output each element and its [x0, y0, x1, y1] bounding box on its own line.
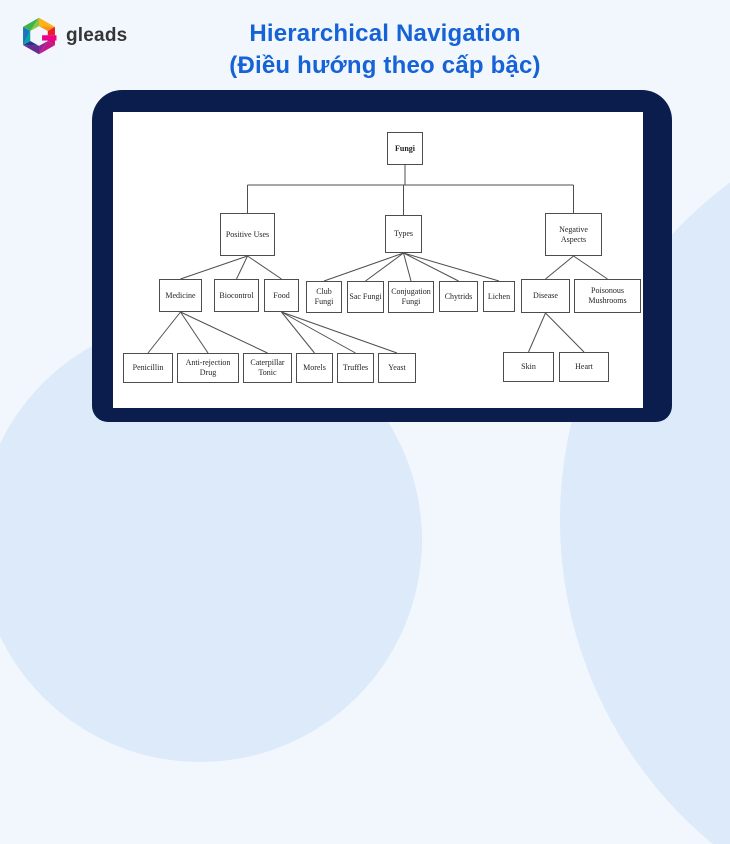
node-penicillin: Penicillin: [123, 353, 173, 383]
title-line-1: Hierarchical Navigation: [249, 20, 521, 47]
page-title: Hierarchical Navigation (Điều hướng theo…: [40, 18, 730, 82]
logo-text: gleads: [66, 25, 128, 46]
node-club-fungi: Club Fungi: [306, 281, 342, 313]
node-sac-fungi: Sac Fungi: [347, 281, 384, 313]
node-yeast: Yeast: [378, 353, 416, 383]
node-positive: Positive Uses: [220, 213, 275, 256]
node-skin: Skin: [503, 352, 554, 382]
node-medicine: Medicine: [159, 279, 202, 312]
gleads-hexagon-g-icon: [23, 17, 57, 55]
diagram-edge-lines: [147, 165, 608, 354]
node-lichen: Lichen: [483, 281, 515, 312]
node-chytrids: Chytrids: [439, 281, 478, 312]
node-truffles: Truffles: [337, 353, 374, 383]
gleads-logo: gleads: [20, 15, 127, 57]
node-conjugation-fungi: Conjugation Fungi: [388, 281, 434, 313]
title-line-2: (Điều hướng theo cấp bậc): [229, 52, 541, 79]
node-heart: Heart: [559, 352, 609, 382]
node-morels: Morels: [296, 353, 333, 383]
node-negative: Negative Aspects: [545, 213, 602, 256]
node-poisonous: Poisonous Mushrooms: [574, 279, 641, 313]
node-caterpillar: Caterpillar Tonic: [243, 353, 292, 383]
node-fungi: Fungi: [387, 132, 423, 165]
node-disease: Disease: [521, 279, 570, 313]
node-types: Types: [385, 215, 422, 253]
node-food: Food: [264, 279, 299, 312]
node-biocontrol: Biocontrol: [214, 279, 259, 312]
node-anti-rejection: Anti-rejection Drug: [177, 353, 239, 383]
